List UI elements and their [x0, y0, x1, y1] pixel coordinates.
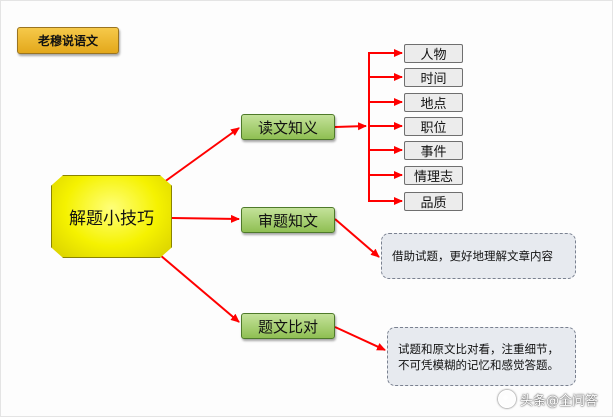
arrow-branch-2-to-note: [334, 218, 380, 258]
note-compare: 试题和原文比对看，注重细节， 不可凭模糊的记忆和感觉答题。: [387, 327, 576, 386]
branch-read-text: 读文知义: [241, 114, 335, 140]
watermark-text: 头条@全问答: [520, 393, 599, 409]
leaf-position: 职位: [404, 117, 463, 136]
leaf-event: 事件: [404, 141, 463, 160]
note-review-question: 借助试题，更好地理解文章内容: [381, 233, 576, 279]
leaf-character: 人物: [404, 44, 463, 63]
arrow-center-to-branch-2: [171, 214, 240, 223]
leaf-time: 时间: [404, 68, 463, 87]
note-compare-line-2: 不可凭模糊的记忆和感觉答题。: [398, 357, 559, 372]
watermark: 头条@全问答: [498, 388, 598, 410]
leaf-emotion: 情理志: [404, 166, 463, 185]
arrow-center-to-branch-1: [159, 127, 240, 186]
arrow-center-to-branch-3: [159, 254, 240, 323]
leaf-quality: 品质: [404, 192, 463, 211]
branch-review-question: 审题知文: [241, 207, 335, 233]
arrow-branch-1-to-bracket: [334, 122, 367, 131]
center-topic: 解题小技巧: [51, 175, 172, 258]
leaf-place: 地点: [404, 93, 463, 112]
toutiao-logo-icon: [498, 390, 516, 408]
brand-label: 老穆说语文: [17, 27, 119, 54]
note-compare-line-1: 试题和原文比对看，注重细节，: [398, 341, 559, 356]
arrow-branch-3-to-note: [334, 326, 386, 351]
note-review-question-text: 借助试题，更好地理解文章内容: [392, 249, 553, 263]
branch-compare: 题文比对: [241, 313, 335, 339]
